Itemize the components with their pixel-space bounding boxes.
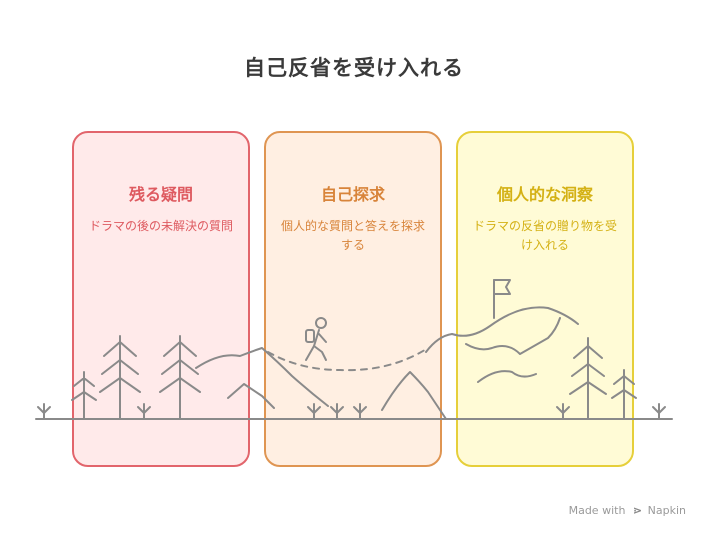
panel-personal-insight: 個人的な洞察 ドラマの反省の贈り物を受け入れる [456,131,634,467]
mountain-ridge [465,317,561,355]
hill-center-right [425,306,579,353]
pine-tree-icon [569,337,607,420]
footer-attribution: Made with ⋗ Napkin [569,504,686,517]
grass-icon [37,403,666,420]
napkin-logo-icon: ⋗ [632,504,643,517]
panel-description: ドラマの後の未解決の質問 [88,219,233,233]
hill-right-lower [477,370,537,383]
page-title: 自己反省を受け入れる [244,56,464,80]
brand-name: Napkin [647,504,686,517]
flag-icon [493,279,511,319]
trail-dashed [267,347,429,372]
panel-description: ドラマの反省の贈り物を受け入れる [472,219,617,252]
panel-title: 残る疑問 [128,185,193,204]
hill-center [381,371,447,420]
pine-tree-icon [99,335,141,420]
panel-lingering-questions: 残る疑問 ドラマの後の未解決の質問 [72,131,250,467]
made-with-text: Made with [568,504,626,517]
panel-self-exploration: 自己探求 個人的な質問と答えを探求する [264,131,442,467]
hill-left-small [227,383,275,409]
hill-left [195,347,329,407]
hiker-icon [305,317,327,361]
panel-description: 個人的な質問と答えを探求する [280,219,425,252]
panel-title: 自己探求 [320,185,385,204]
pine-tree-icon [71,371,97,420]
pine-tree-icon [159,335,201,420]
panel-title: 個人的な洞察 [496,185,593,204]
pine-tree-icon [611,369,637,420]
